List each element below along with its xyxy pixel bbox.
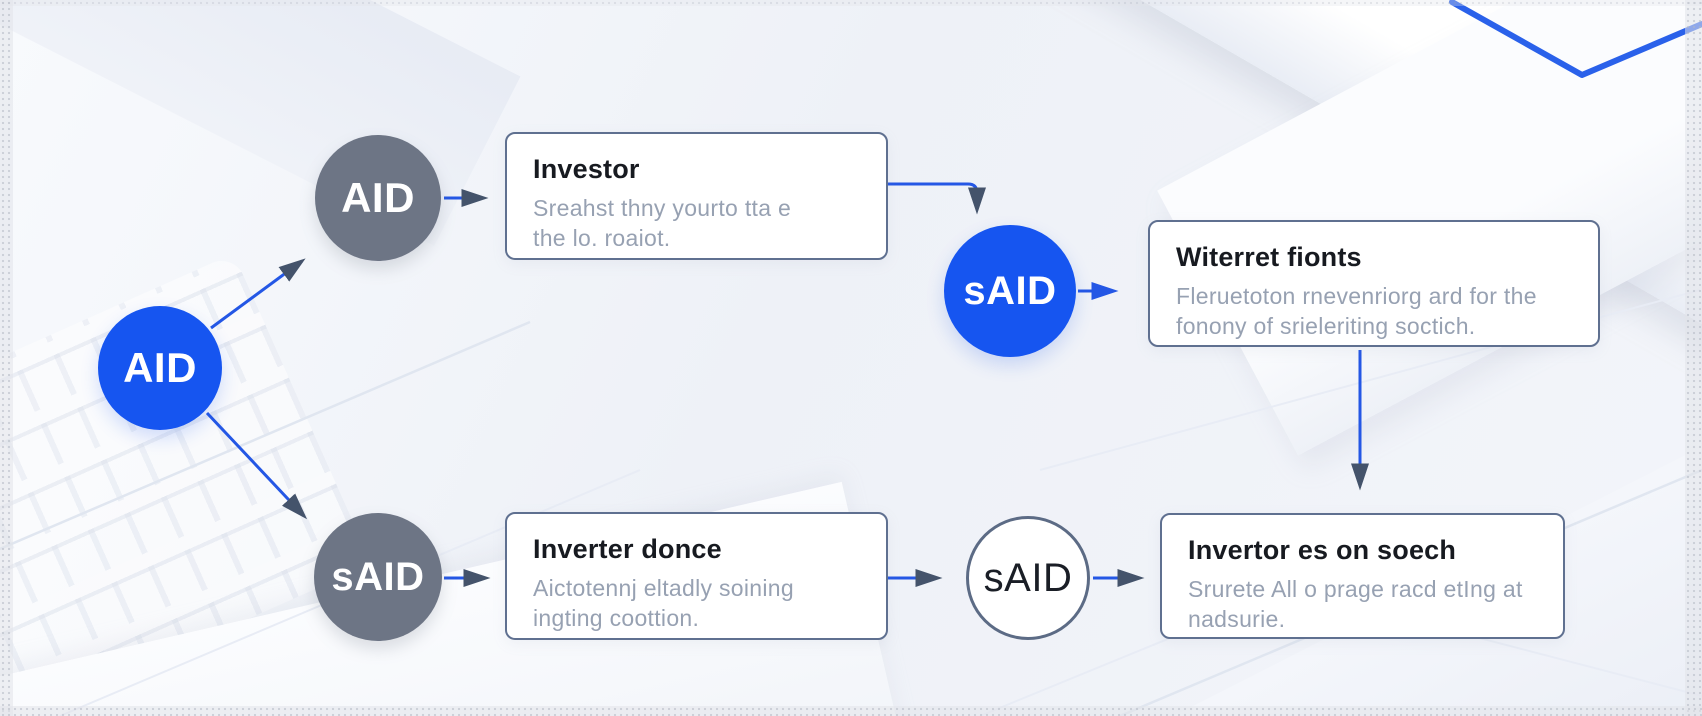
node-label: sAID bbox=[963, 268, 1057, 313]
decor-blue-polyline bbox=[1449, 0, 1702, 78]
card-body: Aictotennj eltadly soining ingting coott… bbox=[533, 575, 794, 631]
node-label: sAID bbox=[983, 555, 1073, 600]
card-title: Investor bbox=[533, 154, 640, 184]
edge-band-bottom bbox=[0, 706, 1702, 716]
card-witerret-fionts: Witerret fionts Fleruetoton rnevenriorg … bbox=[1148, 220, 1600, 347]
node-label: sAID bbox=[331, 554, 425, 599]
node-label: AID bbox=[341, 174, 415, 221]
card-title: Inverter donce bbox=[533, 534, 722, 564]
node-label: AID bbox=[123, 344, 197, 391]
node-said-outline: sAID bbox=[966, 516, 1090, 640]
card-title: Invertor es on soech bbox=[1188, 535, 1457, 565]
card-title: Witerret fionts bbox=[1176, 242, 1362, 272]
node-aid-main: AID bbox=[98, 306, 222, 430]
card-invertor-es-on-soech: Invertor es on soech Srurete All o prage… bbox=[1160, 513, 1565, 639]
card-body: Srurete All o prage racd etIng at nadsur… bbox=[1188, 576, 1523, 632]
node-said-right: sAID bbox=[944, 225, 1076, 357]
edge-band-top bbox=[0, 0, 1702, 6]
card-investor: Investor Sreahst thny yourto tta e the l… bbox=[505, 132, 888, 260]
arrow-aid-to-said-bottom bbox=[205, 411, 308, 520]
edge-band-left bbox=[0, 0, 13, 716]
edge-band-right bbox=[1685, 0, 1702, 716]
node-aid-top: AID bbox=[315, 135, 441, 261]
arrow-investor-to-said-right bbox=[888, 182, 986, 215]
card-body: Sreahst thny yourto tta e the lo. roaiot… bbox=[533, 195, 792, 251]
arrow-aid-to-aid-top bbox=[210, 258, 306, 330]
node-said-bottom: sAID bbox=[314, 513, 442, 641]
card-inverter-donce: Inverter donce Aictotennj eltadly soinin… bbox=[505, 512, 888, 640]
card-body: Fleruetoton rnevenriorg ard for the fono… bbox=[1176, 283, 1537, 339]
decor-line bbox=[0, 320, 531, 551]
